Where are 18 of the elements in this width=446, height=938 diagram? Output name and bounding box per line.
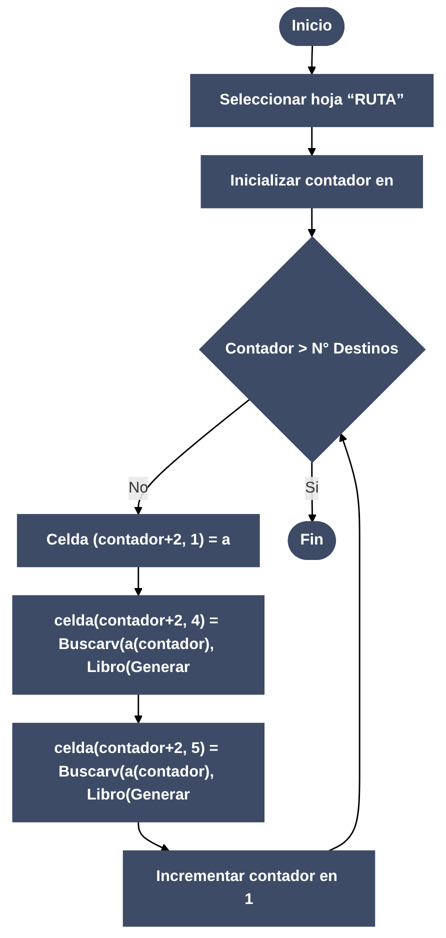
arrow xyxy=(134,694,143,724)
edge-label: Si xyxy=(305,480,319,496)
node-box: Inicializar contador en xyxy=(200,155,424,208)
arrow xyxy=(138,822,170,852)
arrow xyxy=(134,399,250,515)
node-box: Incrementar contador en 1 xyxy=(122,850,376,927)
arrow xyxy=(134,566,143,596)
node-box: celda(contador+2, 5) = Buscarv(a(contador), Libro(Generar xyxy=(12,722,265,822)
arrow xyxy=(308,46,316,75)
arrow xyxy=(328,433,360,852)
node-box: Seleccionar hoja “RUTA” xyxy=(190,74,434,128)
arrow xyxy=(308,126,316,156)
node-box: Celda (contador+2, 1) = a xyxy=(17,514,260,568)
node-diamond: Contador > N° Destinos xyxy=(199,236,426,463)
edge-label: No xyxy=(128,480,148,496)
arrow xyxy=(308,208,316,238)
node-box: celda(contador+2, 4) = Buscarv(a(contador), Libro(Generar xyxy=(12,595,265,695)
arrow xyxy=(308,462,317,523)
